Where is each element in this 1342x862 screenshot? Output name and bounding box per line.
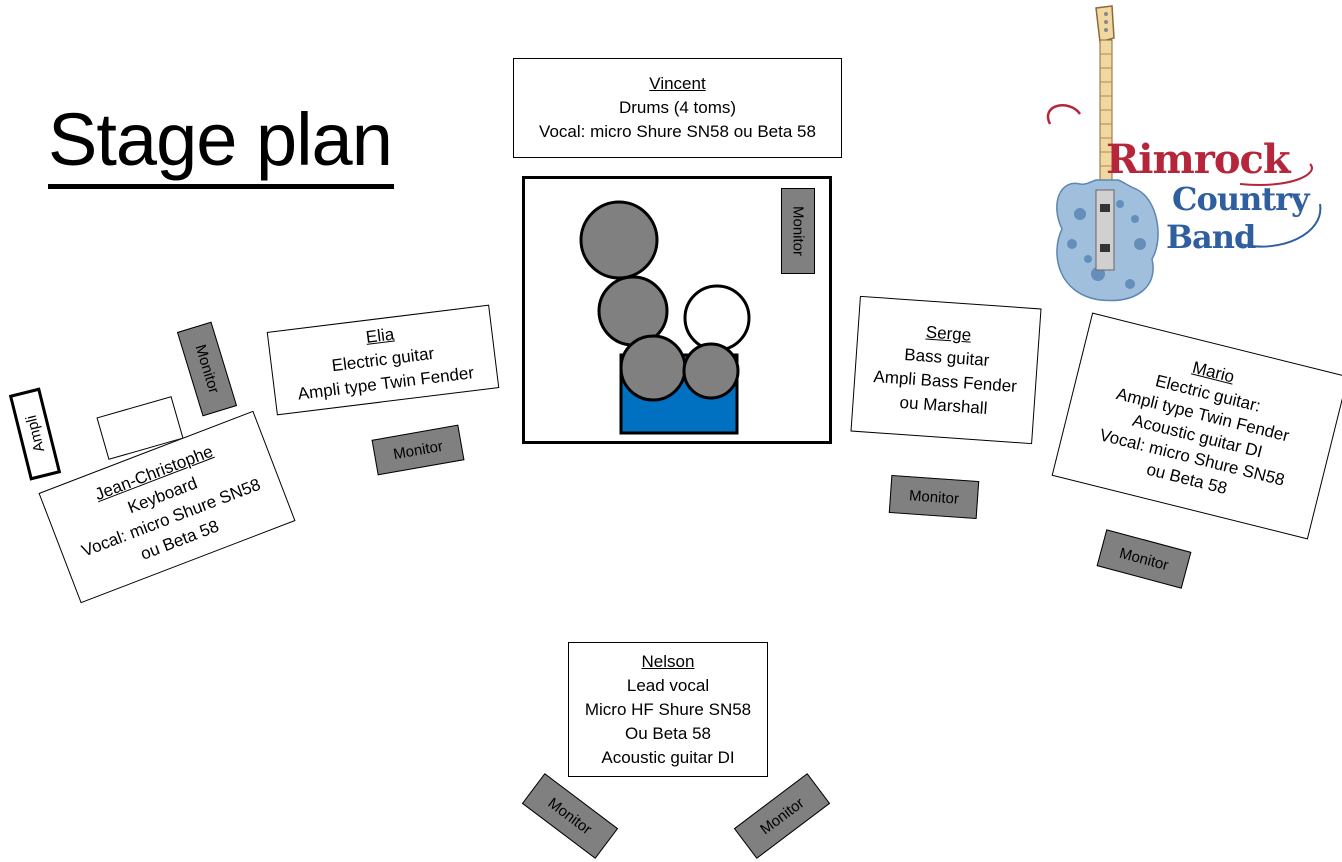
drum-kit-area: Monitor: [522, 176, 832, 444]
logo-line-1: Rimrock: [1106, 136, 1291, 183]
band-logo: Rimrock Country Band: [1040, 4, 1330, 304]
floor-tom: [579, 200, 659, 280]
musician-detail: Ou Beta 58: [624, 723, 711, 743]
page-title: Stage plan: [48, 96, 394, 189]
snare: [683, 284, 751, 352]
musician-card-mario: Mario Electric guitar: Ampli type Twin F…: [1051, 312, 1342, 540]
musician-detail: Vocal: micro Shure SN58 ou Beta 58: [539, 122, 816, 141]
monitor-drums: Monitor: [781, 188, 815, 274]
monitor-keyboard: Monitor: [176, 321, 238, 417]
musician-card-serge: Serge Bass guitar Ampli Bass Fender ou M…: [850, 295, 1042, 445]
monitor-elia: Monitor: [371, 424, 465, 476]
monitor-nelson-left: Monitor: [521, 773, 619, 859]
musician-card-elia: Elia Electric guitar Ampli type Twin Fen…: [266, 304, 500, 416]
musician-name: Vincent: [649, 74, 706, 93]
musician-card-vincent: Vincent Drums (4 toms) Vocal: micro Shur…: [513, 58, 842, 158]
tom: [619, 334, 687, 402]
drum-kit-icon: [579, 200, 751, 435]
ampli-label: Ampli: [22, 413, 48, 455]
musician-detail: Acoustic guitar DI: [601, 747, 735, 767]
musician-name: Nelson: [641, 651, 695, 671]
musician-card-nelson: Nelson Lead vocal Micro HF Shure SN58 Ou…: [568, 642, 768, 777]
tom: [682, 342, 740, 400]
monitor-mario: Monitor: [1096, 529, 1192, 589]
monitor-serge: Monitor: [888, 474, 980, 520]
monitor-nelson-right: Monitor: [733, 773, 831, 859]
logo-line-3: Band: [1166, 218, 1256, 256]
musician-detail: Micro HF Shure SN58: [584, 699, 752, 719]
logo-line-2: Country: [1172, 180, 1310, 218]
guitar-icon: [1046, 5, 1322, 302]
musician-detail: Drums (4 toms): [618, 98, 737, 117]
musician-detail: Lead vocal: [626, 675, 710, 695]
ampli-keyboard: Ampli: [8, 387, 62, 481]
